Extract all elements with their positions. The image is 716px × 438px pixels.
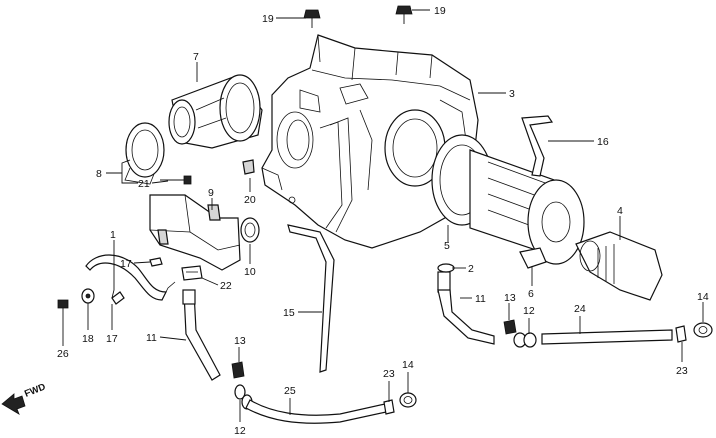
clip-22: [181, 265, 203, 281]
callout-11-right: 11: [475, 293, 486, 305]
callout-3: 3: [509, 88, 515, 100]
plug-23-bottom: [383, 399, 395, 415]
callout-5: 5: [444, 240, 450, 252]
plug-23-right: [675, 325, 687, 343]
callout-6: 6: [528, 288, 534, 300]
clamp-band: [124, 122, 165, 185]
callout-11-left: 11: [146, 332, 157, 344]
grommet-10: [240, 217, 260, 243]
callout-19-right: 19: [434, 5, 446, 17]
callout-12-right: 12: [523, 305, 535, 317]
screw-19-left: [303, 9, 321, 28]
leader-lines: [62, 9, 704, 422]
callout-8: 8: [96, 168, 102, 180]
callout-25: 25: [284, 385, 296, 397]
forward-arrow: FWD: [1, 381, 47, 415]
callout-2: 2: [468, 263, 474, 275]
screw-19-right: [395, 5, 413, 24]
clip-17-upper: [149, 257, 163, 267]
hose-11-right: [437, 271, 495, 345]
callout-10: 10: [244, 266, 256, 278]
resonator: [149, 194, 241, 271]
callout-7: 7: [193, 51, 199, 63]
breather-tube-16: [521, 115, 554, 177]
callout-24: 24: [574, 303, 586, 315]
callout-13-left: 13: [234, 335, 246, 347]
callout-21: 21: [138, 178, 150, 190]
plug-13-right: [503, 319, 517, 335]
callout-26: 26: [57, 348, 69, 360]
callout-19-left: 19: [262, 13, 274, 25]
callout-13-right: 13: [504, 292, 516, 304]
cap-14-right: [693, 322, 713, 338]
drain-hose-1: [85, 254, 176, 301]
bolt-26: [57, 299, 69, 320]
stay-rod: [287, 224, 335, 373]
hose-25: [245, 399, 387, 424]
clamp-screw: [160, 175, 192, 185]
callout-23-bottom: 23: [383, 368, 395, 380]
connecting-tube-4: [575, 231, 663, 301]
callout-14-right: 14: [697, 291, 709, 303]
clamp-2: [437, 263, 455, 273]
clip-17: [111, 291, 125, 305]
grommet-18: [81, 288, 95, 304]
callout-22: 22: [220, 280, 232, 292]
air-filter-element: [431, 134, 585, 265]
callout-16: 16: [597, 136, 609, 148]
callout-15: 15: [283, 307, 295, 319]
callout-18: 18: [82, 333, 94, 345]
clamp-12-right: [513, 332, 537, 348]
hose-24: [541, 329, 673, 345]
callout-12-left: 12: [234, 425, 246, 437]
callout-23-right: 23: [676, 365, 688, 377]
callout-4: 4: [617, 205, 623, 217]
grommet-20: [242, 159, 255, 175]
element-holder: [519, 247, 547, 269]
callout-17-upper: 17: [120, 258, 132, 270]
intake-tube: [168, 74, 263, 149]
cap-14-bottom: [399, 392, 417, 408]
plug-13-left: [231, 361, 245, 379]
callouts: 19 19 3 7 16 8 21 20 9 10 22 1 17 17 18 …: [57, 5, 709, 437]
callout-20: 20: [244, 194, 256, 206]
callout-9: 9: [208, 187, 214, 199]
callout-17-lower: 17: [106, 333, 118, 345]
hose-11-left: [182, 289, 221, 381]
fwd-label: FWD: [23, 381, 47, 399]
callout-1: 1: [110, 229, 116, 241]
callout-14-bottom: 14: [402, 359, 414, 371]
